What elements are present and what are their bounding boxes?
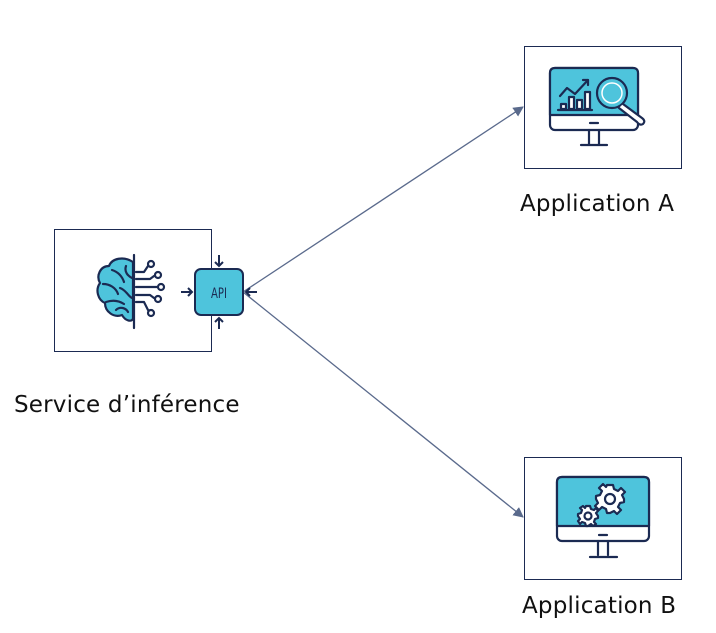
monitor-analytics-icon	[548, 66, 646, 147]
edge-service-to-app-a	[242, 106, 524, 293]
api-chip-icon	[181, 255, 257, 329]
monitor-gears-icon	[555, 475, 651, 559]
api-badge-label: API	[211, 285, 227, 302]
app-a-node-label: Application A	[520, 191, 675, 217]
brain-circuit-icon	[96, 253, 166, 330]
edge-service-to-app-b	[242, 291, 524, 518]
service-node-label: Service d’inférence	[14, 392, 240, 418]
app-b-node-label: Application B	[522, 593, 677, 619]
